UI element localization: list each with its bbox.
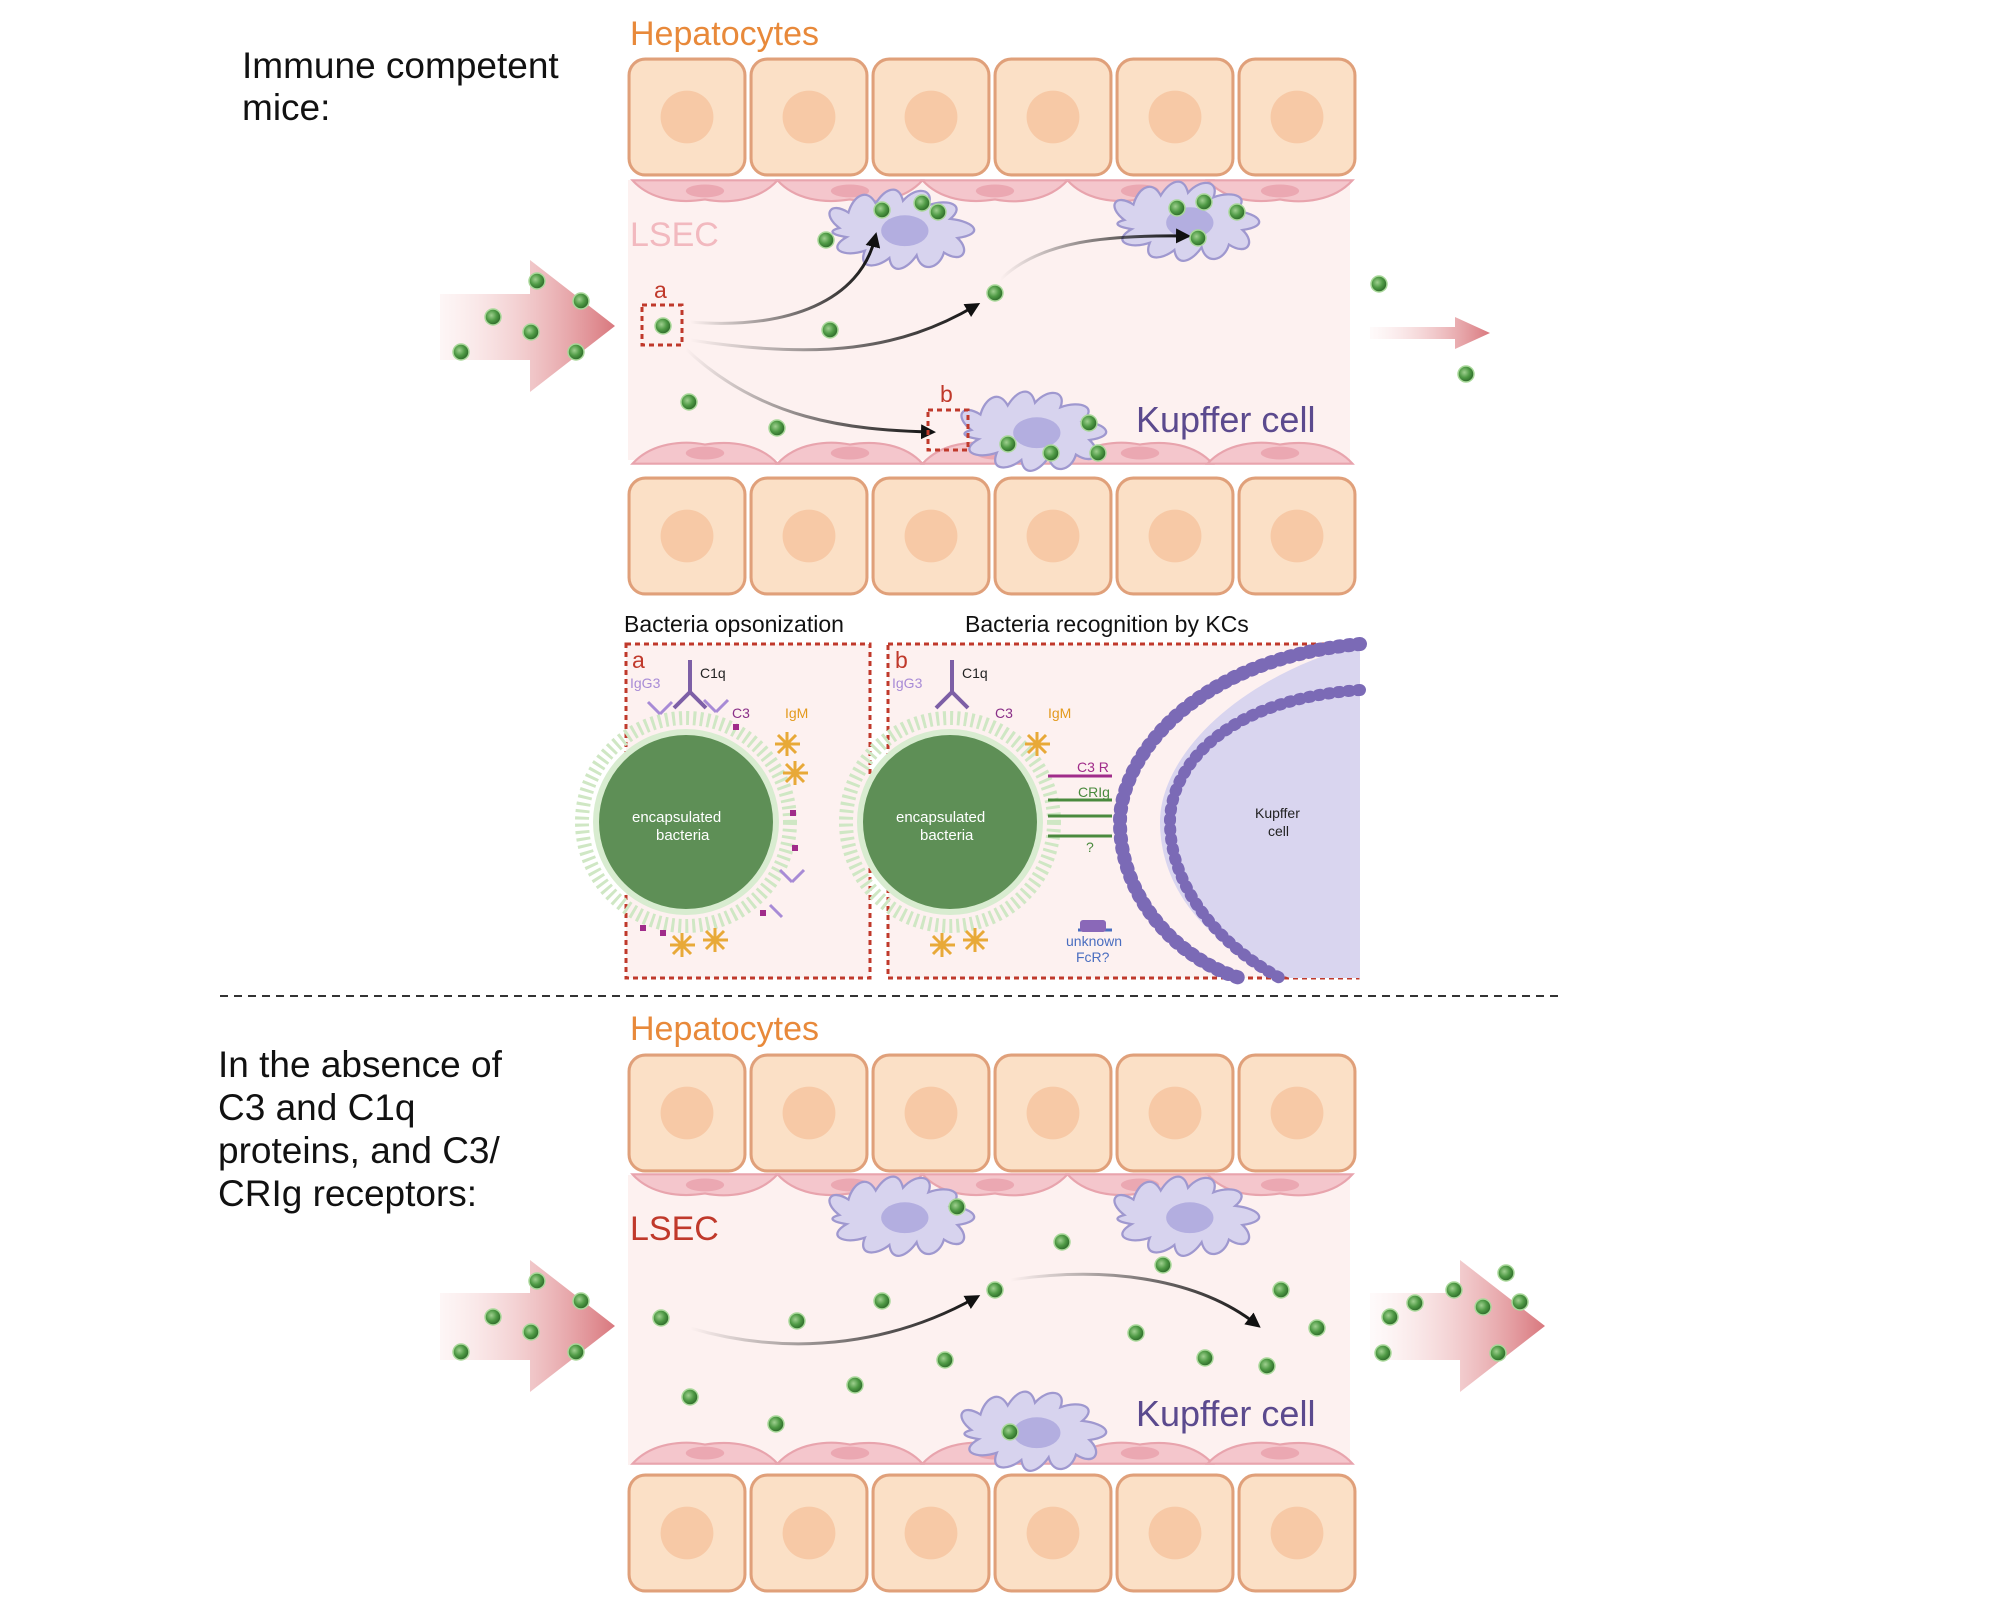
inset-b-letter: b bbox=[895, 647, 908, 673]
zoom-box-a bbox=[640, 303, 684, 347]
igg3-label-b: IgG3 bbox=[892, 675, 923, 691]
c1q-molecule-a bbox=[672, 660, 708, 710]
inset-a-letter: a bbox=[632, 647, 645, 673]
trajectory-arrows-bottom bbox=[689, 1272, 1261, 1346]
fcr-receptor bbox=[1080, 920, 1106, 932]
top-panel: Immune competent mice: Hepatocytes LSEC bbox=[242, 15, 1490, 596]
lsec-label: LSEC bbox=[630, 216, 719, 254]
encapsulated-bacteria-a bbox=[593, 729, 779, 915]
hepatocyte-row-upper-bottom bbox=[627, 1053, 1357, 1173]
hepatocyte-row-upper bbox=[627, 57, 1357, 177]
zoom-box-b bbox=[926, 408, 970, 452]
inset-b-title: Bacteria recognition by KCs bbox=[965, 611, 1249, 637]
bottom-panel: In the absence of C3 and C1q proteins, a… bbox=[218, 1010, 1545, 1593]
c1q-label-b: C1q bbox=[962, 665, 988, 681]
c1q-label-a: C1q bbox=[700, 665, 726, 681]
kupffer-cell-label-bottom: Kupffer cell bbox=[1136, 1393, 1315, 1434]
absence-title-line3: proteins, and C3/ bbox=[218, 1130, 501, 1171]
kupffer-membrane-b bbox=[1112, 637, 1367, 985]
insets: Bacteria opsonization Bacteria recogniti… bbox=[575, 611, 1367, 985]
lsec-layer-upper bbox=[631, 179, 1354, 203]
bacteria-label-a-line2: bacteria bbox=[656, 827, 710, 844]
bacteria-label-a-line1: encapsulated bbox=[632, 809, 721, 826]
igm-label-a: IgM bbox=[785, 705, 808, 721]
igm-label-b: IgM bbox=[1048, 705, 1071, 721]
hepatocytes-label: Hepatocytes bbox=[630, 15, 819, 53]
outflow-arrow bbox=[1370, 317, 1490, 349]
c3-label-b: C3 bbox=[995, 705, 1013, 721]
fcr-label-line2: FcR? bbox=[1076, 949, 1110, 965]
zoom-box-a-letter: a bbox=[654, 277, 667, 303]
encapsulated-bacteria-b bbox=[857, 729, 1043, 915]
condition-title-line1: Immune competent bbox=[242, 45, 559, 86]
absence-title-line2: C3 and C1q bbox=[218, 1087, 415, 1128]
zoom-box-b-letter: b bbox=[940, 381, 953, 407]
crig-label: CRIg bbox=[1078, 784, 1110, 800]
c3r-label: C3 R bbox=[1077, 759, 1109, 775]
bacteria-label-b-line1: encapsulated bbox=[896, 809, 985, 826]
fcr-label-line1: unknown bbox=[1066, 933, 1122, 949]
trajectory-arrows bbox=[683, 228, 1191, 440]
kupffer-cell-inset-line2: cell bbox=[1268, 823, 1289, 839]
absence-title-line1: In the absence of bbox=[218, 1044, 503, 1085]
unknown-receptor-label: ? bbox=[1086, 839, 1094, 855]
igg3-a bbox=[646, 698, 806, 919]
igm-star-b bbox=[930, 732, 1050, 957]
hepatocyte-row-lower-bottom bbox=[627, 1473, 1357, 1593]
condition-title-line2: mice: bbox=[242, 87, 330, 128]
c1q-molecule-b bbox=[934, 660, 970, 710]
absence-title-line4: CRIg receptors: bbox=[218, 1173, 477, 1214]
hepatocytes-label-bottom: Hepatocytes bbox=[630, 1010, 819, 1048]
kupffer-cell-inset-line1: Kupffer bbox=[1255, 805, 1300, 821]
igm-star-a bbox=[670, 732, 808, 957]
outflow-arrow-bottom bbox=[1370, 1260, 1545, 1392]
inset-a-title: Bacteria opsonization bbox=[624, 611, 844, 637]
inset-b: b encapsulated bacteria C1q IgG3 C3 IgM bbox=[839, 637, 1367, 985]
c3-label-a: C3 bbox=[732, 705, 750, 721]
inset-a: a encapsulated bacteria C1q IgG3 C3 IgM bbox=[575, 642, 872, 980]
lsec-layer-upper-bottom bbox=[631, 1173, 1354, 1197]
igg3-label-a: IgG3 bbox=[630, 675, 661, 691]
c3-dots-a bbox=[640, 724, 798, 936]
kupffer-cell-label: Kupffer cell bbox=[1136, 399, 1315, 440]
lsec-label-bottom: LSEC bbox=[630, 1210, 719, 1248]
bacteria-label-b-line2: bacteria bbox=[920, 827, 974, 844]
hepatocyte-row-lower bbox=[627, 476, 1357, 596]
